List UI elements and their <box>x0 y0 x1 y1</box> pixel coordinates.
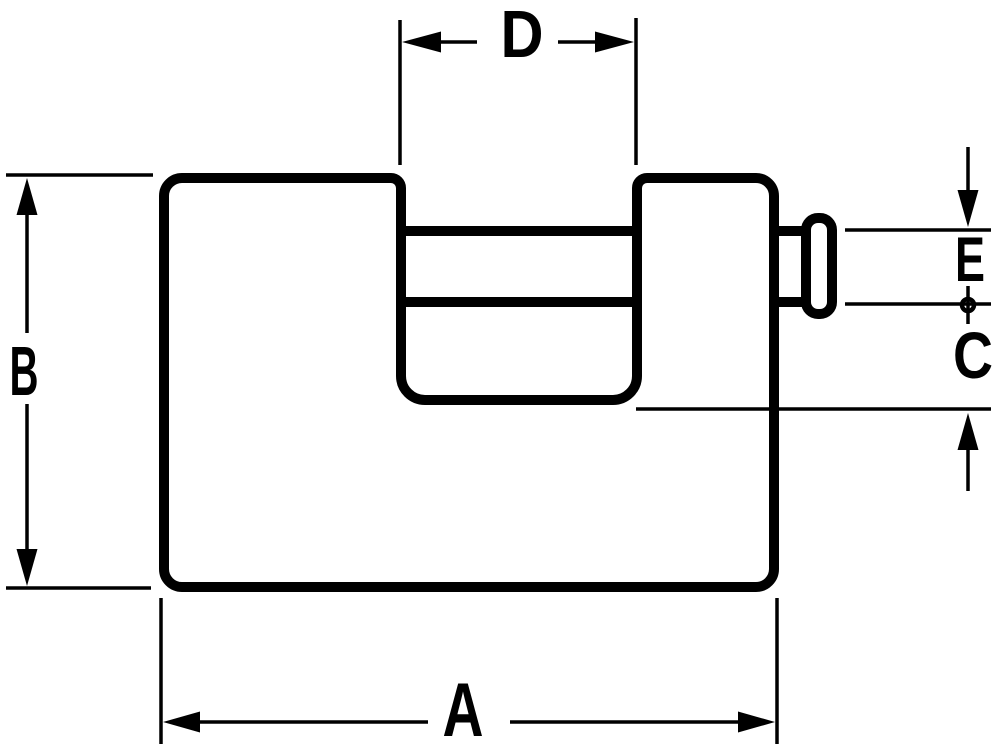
e-dot-marker <box>959 296 977 314</box>
shackle-pin-knob <box>801 213 837 319</box>
b-arrow-down-head <box>16 549 38 586</box>
c-arrow-up-head <box>957 413 979 450</box>
dimension-d: D <box>398 0 638 165</box>
d-arrow-left-head <box>402 31 441 53</box>
dimension-c: C <box>636 318 993 491</box>
dimension-b: B <box>6 173 153 590</box>
padlock-body-outline <box>159 173 779 592</box>
d-arrow-right-head <box>595 31 634 53</box>
a-arrow-left-head <box>163 711 200 733</box>
e-arrow-down-head <box>957 190 979 227</box>
dimension-e: E <box>845 147 991 324</box>
a-label: A <box>443 668 484 748</box>
d-label: D <box>501 0 544 72</box>
c-label: C <box>953 318 993 392</box>
b-label: B <box>10 332 39 410</box>
e-label: E <box>955 225 985 295</box>
dimension-a: A <box>159 598 779 748</box>
a-arrow-right-head <box>738 711 775 733</box>
padlock-body <box>159 173 837 592</box>
b-arrow-up-head <box>16 178 38 215</box>
